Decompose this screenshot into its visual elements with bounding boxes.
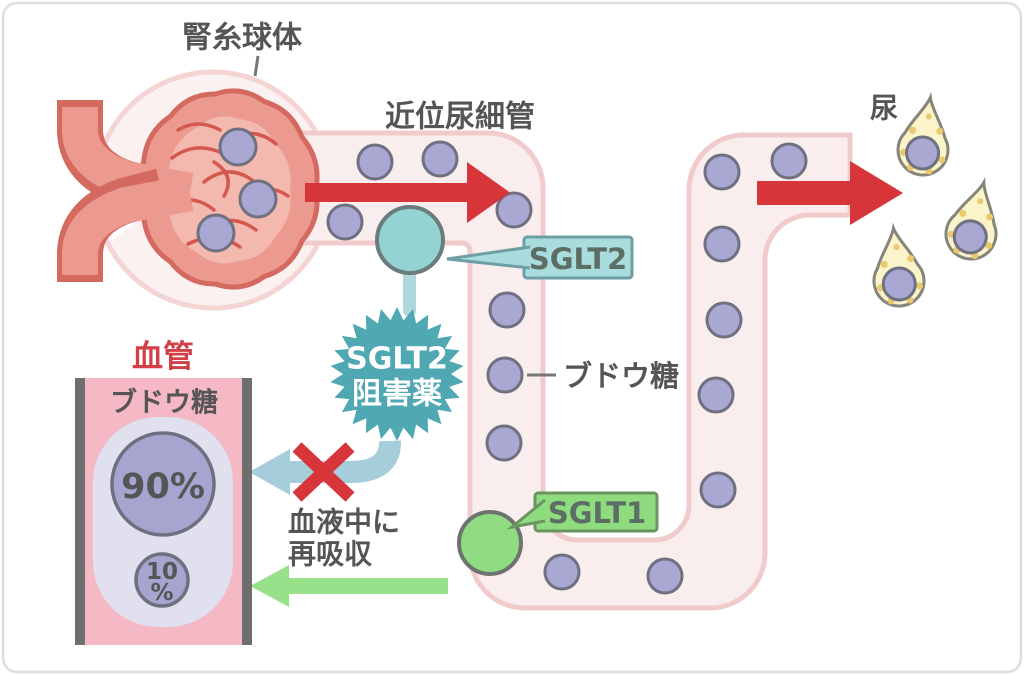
glucose-molecule [196, 213, 236, 253]
sglt2-tag: SGLT2 [446, 235, 634, 280]
sglt2-transporter [375, 205, 445, 275]
reabsorb-caption-line2: 再吸収 [288, 538, 373, 571]
glucose-tubule-label: ブドウ糖 [563, 359, 679, 393]
glomerulus-pointer-line [253, 55, 260, 77]
sglt2-inhibitor-burst [330, 307, 464, 441]
pct-90-label: 90% [121, 467, 205, 507]
flow-arrow-urine [757, 161, 903, 225]
sglt1-transporter [457, 510, 523, 576]
glucose-vessel-label: ブドウ糖 [110, 387, 218, 419]
proximal-tubule-label: 近位尿細管 [385, 100, 535, 135]
glucose-molecules-tubule [326, 140, 808, 595]
pct-90-circle [110, 431, 216, 537]
pct-10-circle [134, 552, 190, 608]
glucose-molecule [238, 179, 278, 219]
vessel-wall-right [242, 378, 252, 645]
sglt2-tag-label: SGLT2 [529, 242, 627, 276]
pct-10-label-line2: % [150, 580, 173, 606]
vessel-wall-left [75, 378, 85, 645]
inhibitor-stem [403, 266, 416, 316]
glucose-molecule [218, 127, 258, 167]
sglt1-tag: SGLT1 [506, 491, 659, 533]
inhibitor-label-line2: 阻害薬 [352, 377, 442, 412]
reabsorb-caption-line1: 血液中に [288, 506, 400, 539]
blocked-arrow [249, 440, 401, 495]
reabsorb-arrow [250, 565, 448, 607]
pct-10-label-line1: 10 [146, 559, 178, 585]
block-x-icon [292, 442, 355, 502]
blood-vessel-title: 血管 [132, 339, 194, 375]
blood-vessel: ブドウ糖 90% 10 % [75, 378, 252, 645]
inhibitor-label-line1: SGLT2 [346, 342, 448, 377]
flow-arrow-tubule [305, 162, 510, 223]
urine-label: 尿 [870, 92, 898, 125]
sglt1-tag-label: SGLT1 [548, 496, 646, 530]
efferent-vessel [57, 168, 194, 282]
glomerulus-label: 腎糸球体 [182, 21, 303, 56]
